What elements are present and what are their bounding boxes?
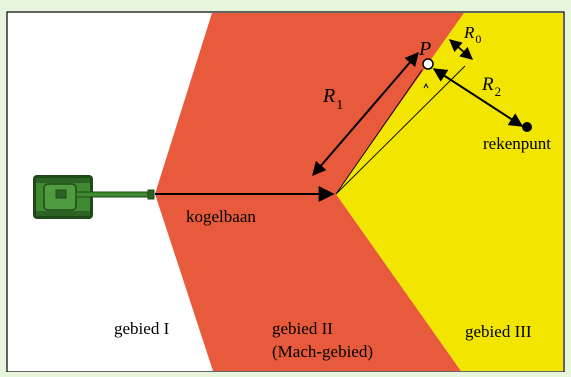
calc-point-label: rekenpunt (483, 134, 551, 153)
region-ii-sublabel: (Mach-gebied) (272, 342, 373, 361)
trajectory-label: kogelbaan (186, 207, 256, 226)
p-label: P (418, 38, 431, 60)
calc-point-marker (522, 122, 532, 132)
r2-label: R2 (481, 74, 501, 99)
r0-arrow (449, 39, 473, 60)
region-ii-label: gebied II (272, 319, 333, 338)
caret-mark (423, 82, 429, 89)
region-i-label: gebied I (114, 319, 170, 338)
r1-arrow (312, 51, 419, 177)
r1-label: R1 (322, 85, 343, 113)
r0-label: R0 (463, 23, 481, 46)
tank-icon (33, 175, 155, 219)
point-p-marker (422, 58, 434, 70)
r2-arrow (432, 68, 524, 127)
region-iii-label: gebied III (465, 322, 532, 341)
